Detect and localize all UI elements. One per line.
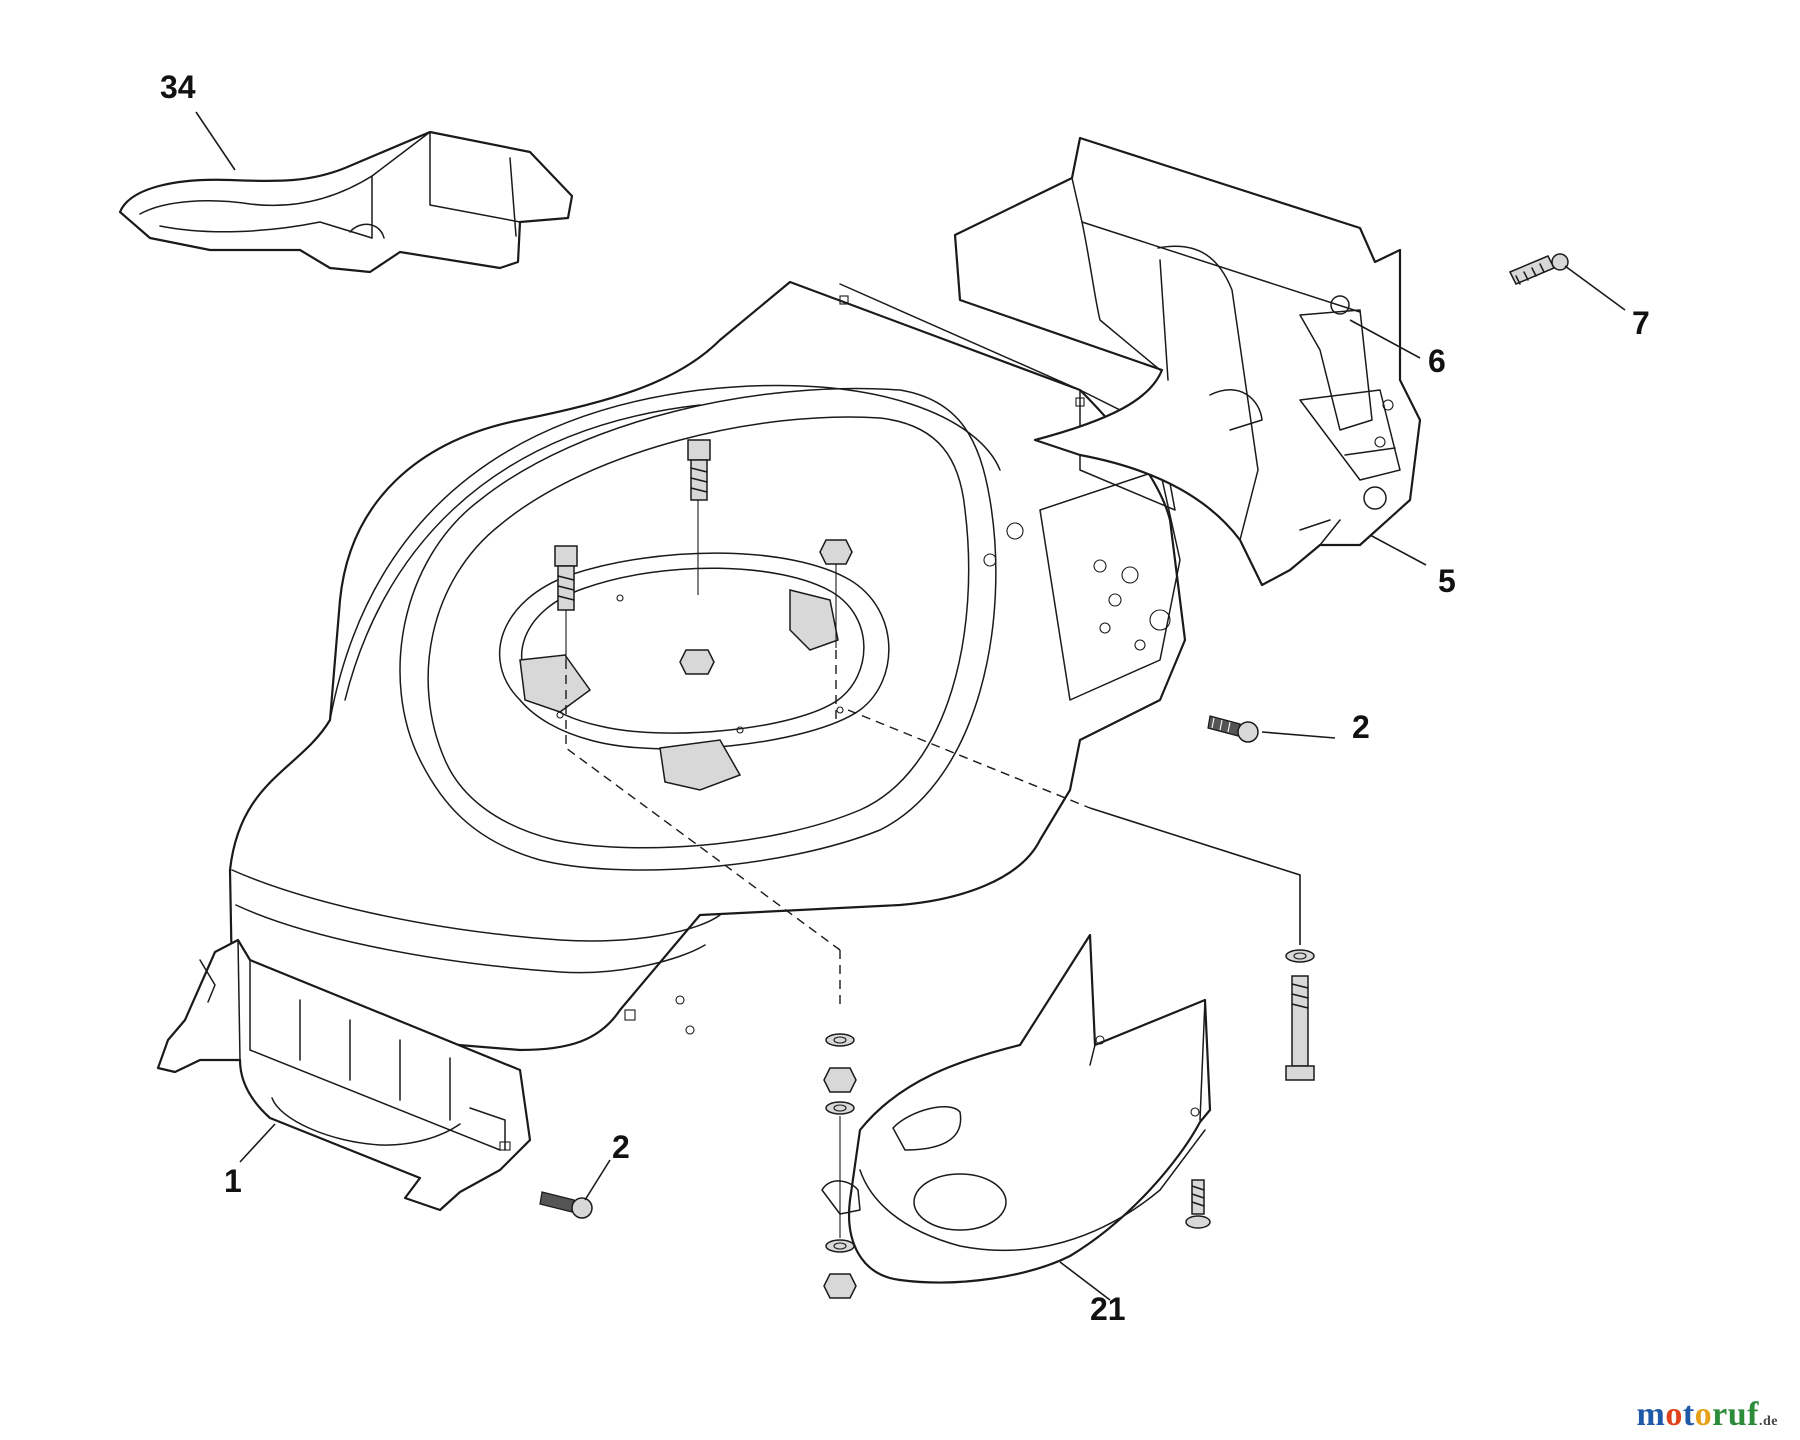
part-34-mulch-plug[interactable] xyxy=(118,130,574,274)
deflector-fasteners[interactable] xyxy=(823,949,1315,1299)
motoruf-watermark-logo: motoruf.de xyxy=(1637,1396,1778,1434)
watermark-part-4: o xyxy=(1694,1396,1713,1433)
callout-5: 5 xyxy=(1438,563,1456,599)
watermark-part-2: o xyxy=(1665,1396,1683,1433)
deck-blade-bolts[interactable] xyxy=(554,439,853,675)
part-21-side-deflector[interactable] xyxy=(821,933,1212,1284)
callout-34: 34 xyxy=(160,69,196,105)
part-7-screw[interactable] xyxy=(1508,253,1569,285)
callout-21: 21 xyxy=(1090,1291,1126,1327)
part-1-front-guard[interactable] xyxy=(156,938,532,1212)
watermark-part-6: .de xyxy=(1759,1414,1778,1429)
assembly-lines xyxy=(565,650,1301,1010)
callout-2-left: 2 xyxy=(612,1129,630,1165)
callout-1: 1 xyxy=(224,1163,242,1199)
part-2-screw-right[interactable] xyxy=(1207,715,1259,743)
watermark-part-3: t xyxy=(1682,1396,1695,1433)
watermark-part-1: m xyxy=(1636,1396,1666,1433)
part-2-screw-left[interactable] xyxy=(539,1191,593,1219)
part-5-rear-flap-assembly[interactable] xyxy=(953,136,1422,587)
callout-labels: 34 7 6 5 2 2 1 21 xyxy=(160,69,1650,1327)
watermark-part-5: ruf xyxy=(1712,1396,1759,1433)
callout-2-right: 2 xyxy=(1352,709,1370,745)
callout-6: 6 xyxy=(1428,343,1446,379)
callout-7: 7 xyxy=(1632,305,1650,341)
leader-lines xyxy=(195,111,1626,1301)
